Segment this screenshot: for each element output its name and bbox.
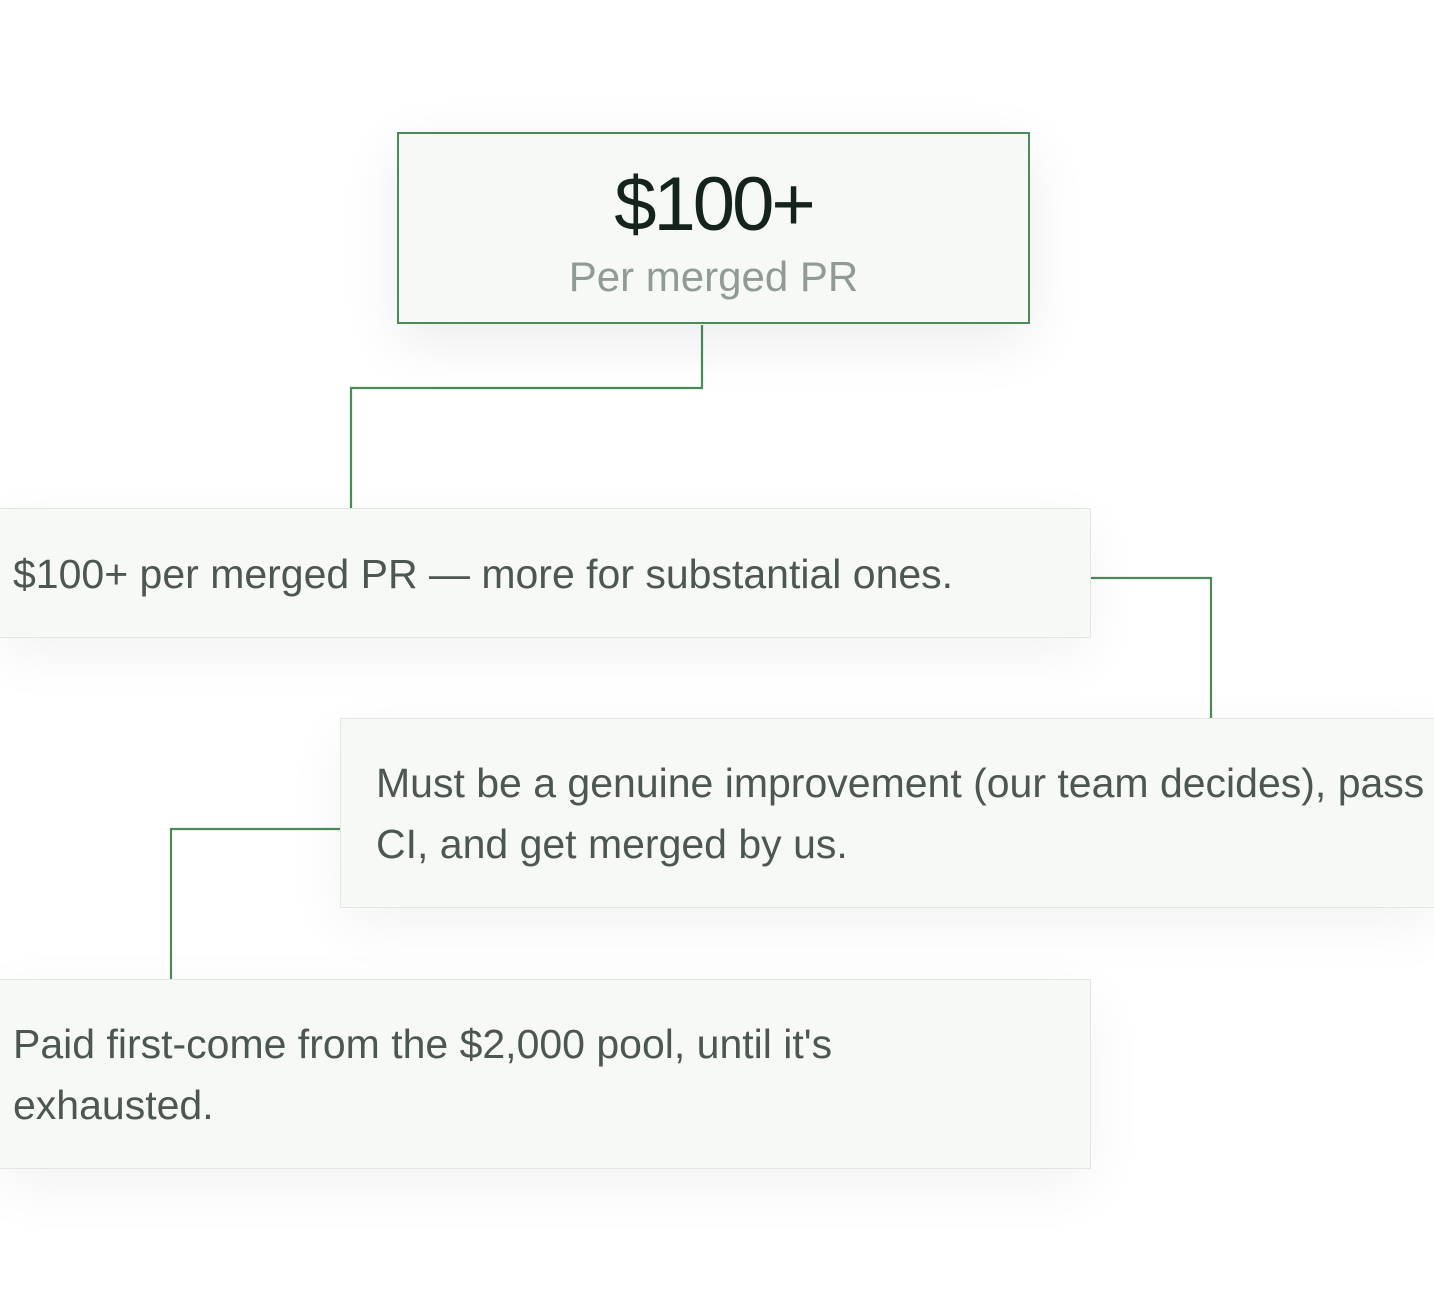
bounty-amount-card: $100+ Per merged PR [397, 132, 1030, 324]
pool-rule-card: Paid first-come from the $2,000 pool, un… [0, 979, 1091, 1169]
connector-hero-to-step-1 [349, 325, 704, 508]
payout-rule-card: $100+ per merged PR — more for substanti… [0, 508, 1091, 638]
bounty-amount: $100+ [614, 162, 815, 247]
eligibility-rule-card: Must be a genuine improvement (our team … [340, 718, 1434, 908]
connector-step-1-to-step-2 [1091, 576, 1213, 718]
pool-rule-text: Paid first-come from the $2,000 pool, un… [13, 1021, 833, 1128]
eligibility-rule-text: Must be a genuine improvement (our team … [376, 760, 1425, 867]
bounty-amount-caption: Per merged PR [568, 253, 859, 300]
connector-step-2-to-step-3 [169, 827, 340, 979]
payout-rule-text: $100+ per merged PR — more for substanti… [13, 551, 954, 597]
